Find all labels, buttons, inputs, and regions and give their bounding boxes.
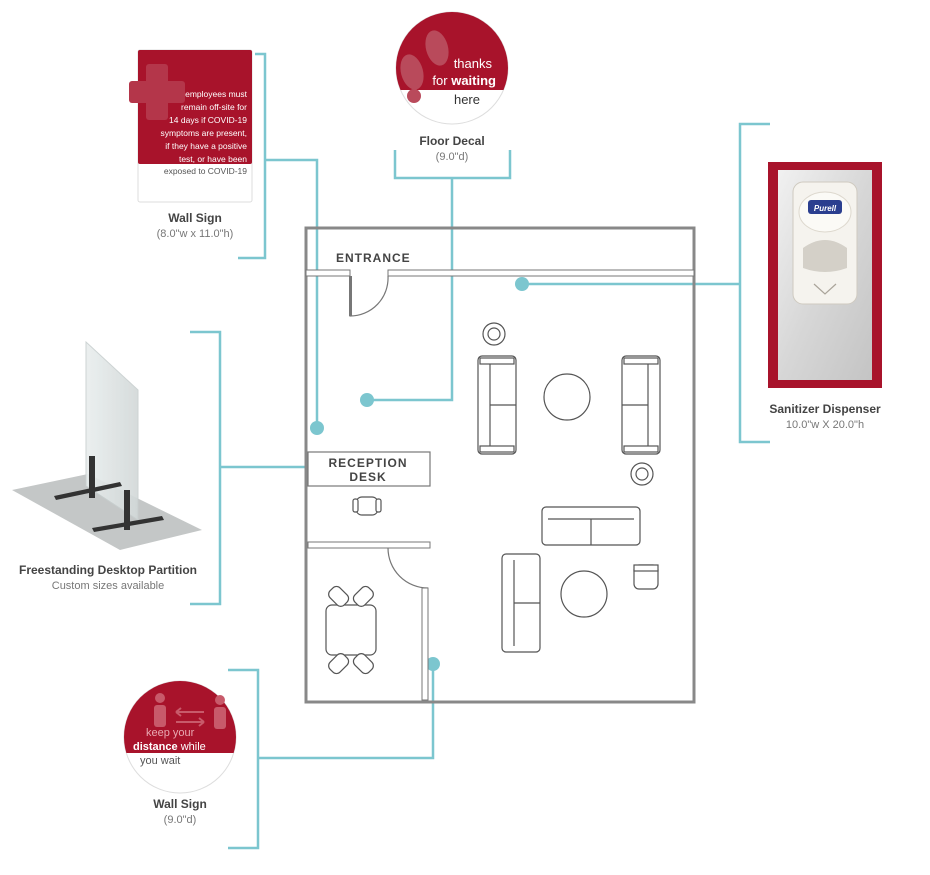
wall-sign-top-line: test, or have been <box>179 154 247 164</box>
wall-sign-top-line: 14 days if COVID-19 <box>169 115 247 125</box>
meeting-door-swing <box>387 547 429 589</box>
meeting-chair <box>352 585 374 607</box>
partition-title: Freestanding Desktop Partition <box>19 563 197 577</box>
floor-decal-size: (9.0"d) <box>436 151 469 163</box>
coffee-table <box>543 373 591 421</box>
partition-glass <box>85 340 139 521</box>
wall-sign-top-line: employees must <box>185 89 248 99</box>
entrance-wall-right <box>387 269 695 277</box>
wall-sign-top-text: employees must remain off-site for 14 da… <box>161 89 248 176</box>
lounge-lower <box>501 506 659 653</box>
partition-feet <box>54 456 164 532</box>
floor-decal-line2-bold: waiting <box>450 73 496 88</box>
meeting-table <box>325 585 377 675</box>
sanitizer-dispenser: Purell Sanitizer Dispenser 10.0"w X 20.0… <box>768 162 882 431</box>
partition-floor <box>12 474 202 550</box>
wall-sign-top-line: symptoms are present, <box>161 128 247 138</box>
interior-wall <box>307 541 431 549</box>
floor-decal-line1: thanks <box>454 56 493 71</box>
entrance-wall <box>305 269 351 277</box>
wall-sign-top-size: (8.0"w x 11.0"h) <box>157 228 234 240</box>
meeting-room-wall <box>421 587 429 701</box>
meeting-chair <box>328 653 350 675</box>
wall-sign-bottom-title: Wall Sign <box>153 797 207 811</box>
wall-sign-top-line: if they have a positive <box>165 141 247 151</box>
reception-label-line1: RECEPTION <box>328 456 407 470</box>
floor-plan-outer-wall <box>304 226 696 704</box>
floor-decal: thanks for waiting here Floor Decal (9.0… <box>395 11 509 163</box>
sanitizer-unit: Purell <box>792 181 858 305</box>
lounge-upper <box>477 322 661 486</box>
sanitizer-size: 10.0"w X 20.0"h <box>786 419 864 431</box>
wall-sign-top-title: Wall Sign <box>168 211 222 225</box>
entrance-label: ENTRANCE <box>336 251 411 265</box>
medical-cross-icon <box>129 64 185 120</box>
desktop-partition: Freestanding Desktop Partition Custom si… <box>12 340 202 592</box>
wall-sign-bottom-size: (9.0"d) <box>164 814 197 826</box>
reception-label-line2: DESK <box>349 470 386 484</box>
wall-sign-top-line: remain off-site for <box>181 102 247 112</box>
wall-sign-bottom-line2-bold: distance <box>133 741 178 753</box>
social-distance-icon <box>154 693 226 729</box>
wall-sign-top: employees must remain off-site for 14 da… <box>129 49 253 240</box>
floor-decal-title: Floor Decal <box>419 134 484 148</box>
floor-decal-line2: for waiting <box>432 73 496 88</box>
entrance-door <box>349 276 352 316</box>
wall-sign-bottom: keep your distance while you wait Wall S… <box>123 680 237 826</box>
wall-sign-bottom-line1: keep your <box>146 727 195 739</box>
meeting-chair <box>328 585 350 607</box>
wall-sign-bottom-line2-rest: while <box>180 741 206 753</box>
floor-decal-line3: here <box>454 92 480 107</box>
sanitizer-brand: Purell <box>814 204 837 213</box>
reception-chair <box>352 496 382 516</box>
partition-size: Custom sizes available <box>52 580 165 592</box>
meeting-chair <box>352 653 374 675</box>
sanitizer-title: Sanitizer Dispenser <box>769 402 881 416</box>
footprints-icon <box>400 30 449 103</box>
wall-sign-bottom-line2: distance while <box>133 741 206 753</box>
purell-logo <box>808 200 842 214</box>
wall-sign-top-line: exposed to COVID-19 <box>164 166 247 176</box>
coffee-table <box>560 570 608 618</box>
floor-decal-line2-prefix: for <box>432 73 448 88</box>
entrance-door-swing <box>349 275 389 317</box>
wall-sign-bottom-line3: you wait <box>140 755 180 767</box>
reception-desk <box>307 451 431 487</box>
connector-lines <box>190 52 770 850</box>
floor-plan: ENTRANCE RECEPTION DESK <box>304 226 696 704</box>
